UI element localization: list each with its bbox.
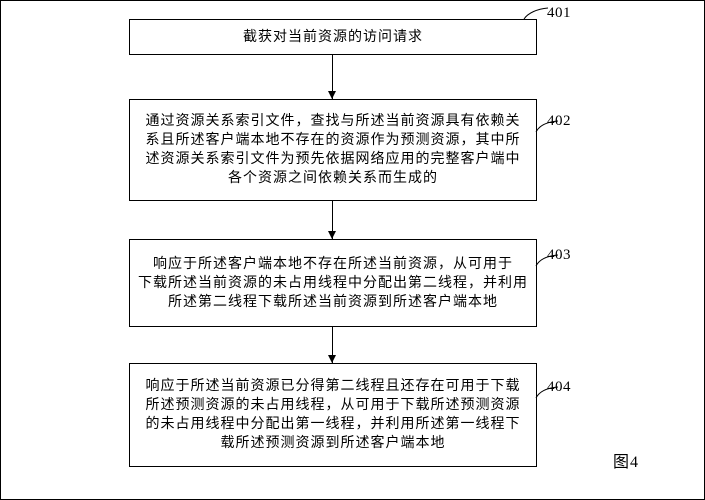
- label-leader-line-404: [535, 386, 559, 399]
- flow-arrow-down-2: [328, 201, 336, 239]
- step-number-label-404: 404: [547, 379, 571, 395]
- step-number-label-403: 403: [547, 247, 571, 263]
- flow-step-box-401: 截获对当前资源的访问请求: [129, 19, 537, 55]
- flow-arrow-down-3: [328, 327, 336, 363]
- flow-step-box-404: 响应于所述当前资源已分得第二线程且还存在可用于下载 所述预测资源的未占用线程，从…: [129, 363, 537, 467]
- label-leader-line-403: [535, 254, 559, 267]
- label-leader-line-402: [535, 120, 559, 133]
- flow-step-box-403: 响应于所述客户端本地不存在所述当前资源，从可用于 下载所述当前资源的未占用线程中…: [129, 239, 537, 327]
- step-number-label-402: 402: [547, 113, 571, 129]
- step-number-label-401: 401: [547, 5, 571, 21]
- flow-step-box-402: 通过资源关系索引文件，查找与所述当前资源具有依赖关 系且所述客户端本地不存在的资…: [129, 99, 537, 201]
- flow-arrow-down-1: [328, 55, 336, 99]
- label-leader-line-401: [523, 7, 549, 20]
- figure-caption: 图4: [613, 454, 640, 471]
